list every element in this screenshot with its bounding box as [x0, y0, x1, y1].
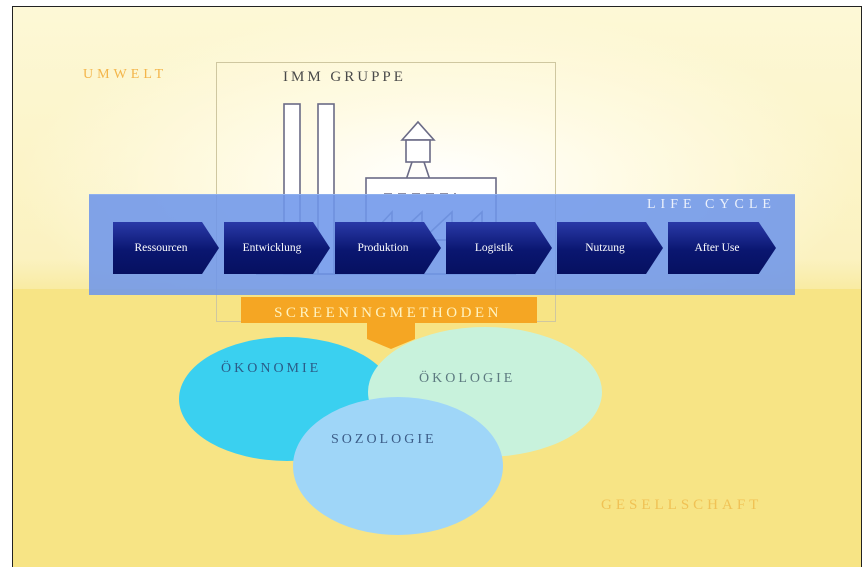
screening-arrow-icon	[241, 297, 537, 349]
slide-canvas: UMWELT IMM GRUPPE LIFE CYCLE Ressourcen …	[12, 6, 862, 567]
stage-produktion: Produktion	[335, 222, 441, 274]
stage-ressourcen: Ressourcen	[113, 222, 219, 274]
screening-label: SCREENINGMETHODEN	[274, 305, 502, 321]
umwelt-label: UMWELT	[83, 67, 168, 82]
stage-entwicklung: Entwicklung	[224, 222, 330, 274]
stage-logistik: Logistik	[446, 222, 552, 274]
okonomie-label: ÖKONOMIE	[221, 361, 322, 376]
imm-group-title: IMM GRUPPE	[283, 69, 406, 85]
stage-nutzung: Nutzung	[557, 222, 663, 274]
stage-after-use: After Use	[668, 222, 776, 274]
sozologie-circle	[293, 397, 503, 535]
okologie-label: ÖKOLOGIE	[419, 371, 516, 386]
sozologie-label: SOZOLOGIE	[331, 432, 437, 447]
gesellschaft-label: GESELLSCHAFT	[601, 497, 763, 513]
life-cycle-label: LIFE CYCLE	[647, 197, 776, 212]
